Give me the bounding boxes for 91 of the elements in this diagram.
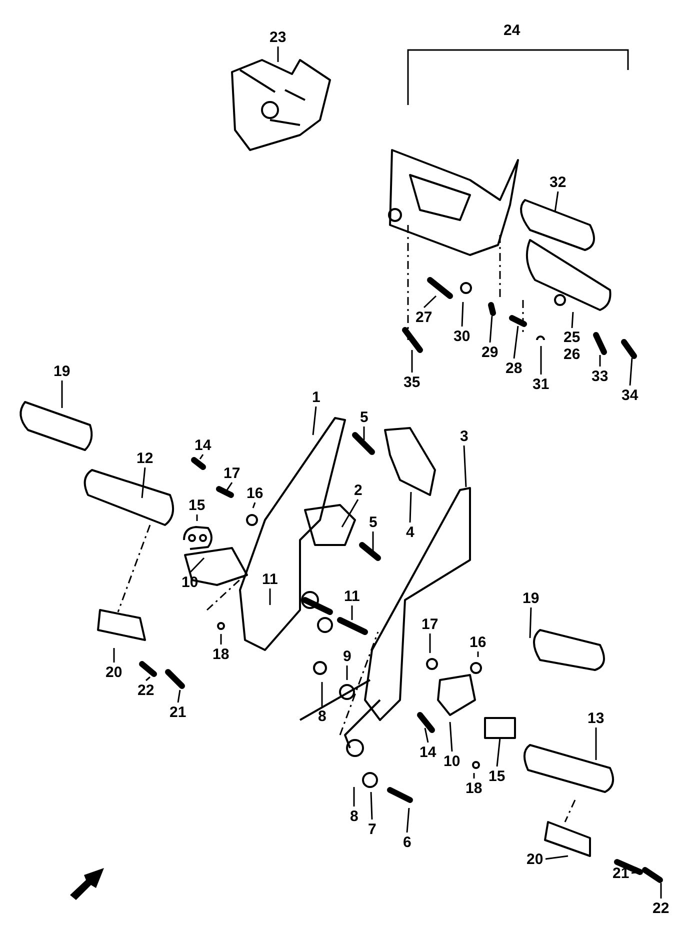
leader-line: [463, 445, 467, 488]
leader-line: [571, 312, 574, 328]
leader-line: [540, 346, 542, 374]
leader-line: [199, 454, 204, 460]
callout-number: 21: [170, 704, 186, 720]
leader-line: [321, 682, 323, 706]
leader-line: [196, 514, 198, 521]
callout-number: 10: [444, 752, 460, 770]
leader-line: [411, 350, 413, 372]
callout-number: 17: [224, 464, 240, 482]
callout-number: 22: [138, 682, 154, 698]
leader-line: [177, 690, 181, 703]
leader-line: [409, 492, 412, 523]
callout-number: 1: [312, 388, 320, 406]
callout-number: 20: [106, 664, 122, 680]
callout-number: 21: [612, 864, 630, 882]
leader-line: [141, 467, 146, 498]
leader-line: [226, 482, 233, 490]
leader-line: [277, 46, 279, 62]
callout-number: 16: [470, 634, 486, 650]
leader-line: [269, 588, 271, 605]
leader-line: [473, 773, 475, 778]
callout-number: 25 26: [564, 329, 580, 363]
leader-line: [189, 557, 205, 574]
callout-number: 2: [354, 482, 362, 498]
callout-number: 30: [454, 328, 470, 344]
leader-line: [461, 302, 464, 327]
leader-line: [370, 792, 373, 820]
callout-number: 14: [420, 744, 436, 760]
callout-number: 15: [488, 768, 506, 784]
callout-number: 15: [188, 496, 206, 514]
leader-line: [363, 426, 365, 440]
leader-line: [220, 634, 222, 644]
callout-number: 32: [550, 174, 566, 190]
leader-line: [424, 728, 429, 743]
leader-line: [423, 295, 437, 308]
callout-number: 6: [403, 834, 412, 850]
leader-line: [113, 648, 115, 662]
leader-line: [406, 808, 410, 833]
leader-line: [477, 652, 479, 657]
leader-line: [346, 666, 348, 680]
callout-number: 31: [532, 376, 550, 392]
callout-number: 4: [406, 524, 414, 540]
callout-number: 5: [360, 408, 368, 426]
callout-number: 33: [592, 368, 608, 384]
callout-number: 27: [416, 308, 432, 326]
callout-number: 35: [404, 374, 420, 390]
leader-line: [595, 728, 597, 760]
callout-number: 8: [318, 708, 326, 724]
callout-number: 34: [622, 386, 638, 404]
callout-number: 20: [526, 850, 544, 868]
leader-line: [496, 738, 501, 767]
leader-line: [629, 358, 633, 386]
callout-number: 18: [466, 780, 482, 796]
callout-number: 11: [262, 570, 278, 588]
callout-number: 9: [343, 648, 352, 664]
leader-line: [341, 499, 359, 528]
callout-number: 3: [460, 428, 468, 444]
callout-number: 22: [652, 900, 670, 916]
leader-line: [599, 355, 601, 366]
leader-line: [449, 722, 453, 752]
callout-number: 23: [270, 28, 286, 46]
callout-number: 14: [194, 436, 212, 454]
leader-line: [429, 634, 431, 653]
leader-line: [353, 787, 355, 806]
callout-number: 11: [344, 588, 360, 604]
leader-line: [351, 606, 353, 620]
callout-number: 16: [246, 484, 264, 502]
leader-line: [372, 532, 374, 553]
callout-number: 19: [54, 362, 70, 380]
leader-line: [61, 380, 63, 408]
callout-number: 7: [368, 820, 376, 838]
leader-line: [545, 855, 568, 860]
callout-number: 24: [504, 22, 520, 38]
leader-line: [146, 676, 150, 682]
leader-line: [312, 406, 317, 436]
callout-number: 28: [506, 360, 522, 376]
leader-line: [252, 502, 256, 508]
callout-number: 18: [212, 646, 230, 662]
callout-number: 17: [422, 616, 438, 632]
callout-number: 29: [482, 344, 498, 360]
callout-number: 13: [588, 710, 604, 726]
callout-number: 8: [350, 808, 358, 824]
leader-line: [660, 883, 662, 898]
callout-number: 5: [369, 514, 378, 530]
leader-line: [513, 326, 519, 359]
leader-line: [489, 316, 493, 343]
callout-number: 12: [136, 450, 154, 466]
leader-line: [554, 191, 559, 212]
callout-number: 19: [522, 590, 540, 606]
leader-line: [529, 607, 532, 638]
